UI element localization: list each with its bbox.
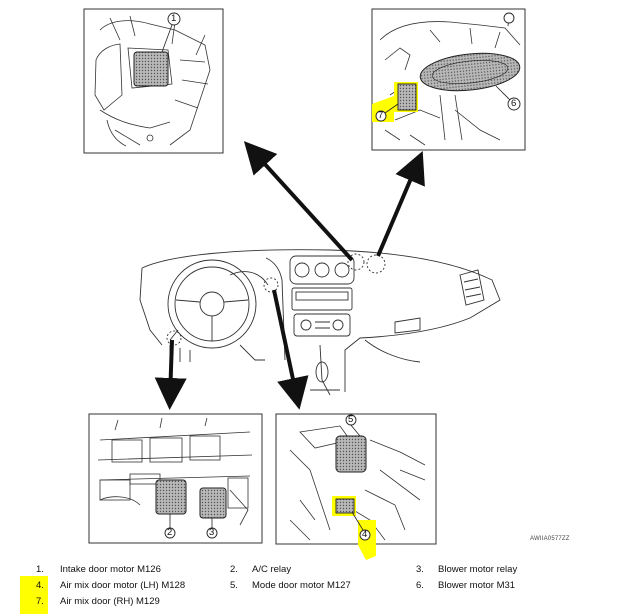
legend-label-7: Air mix door (RH) M129 [60, 596, 160, 607]
callout-5-circle [345, 414, 357, 426]
callout-1-circle [167, 12, 181, 26]
callout-2: 2 [167, 527, 173, 538]
legend-num-3: 3. [416, 564, 424, 575]
legend-num-2: 2. [230, 564, 238, 575]
legend-highlight-7 [20, 592, 48, 614]
callout-3: 3 [209, 527, 215, 538]
air-mix-door-rh-part [397, 83, 417, 111]
callout-2-circle [164, 527, 176, 539]
legend-num-5: 5. [230, 580, 238, 591]
legend-num-7: 7. [36, 596, 44, 607]
callout-3-circle [206, 527, 218, 539]
panel-relays [88, 413, 263, 544]
panel-mode-and-air-mix [275, 413, 437, 560]
callout-5: 5 [348, 414, 354, 425]
legend-label-3: Blower motor relay [438, 564, 518, 575]
blower-motor-part [419, 52, 521, 92]
legend-label-6: Blower motor M31 [438, 580, 516, 591]
callout-6: 6 [511, 98, 517, 109]
legend-num-6: 6. [416, 580, 424, 591]
location-arrows [154, 141, 425, 410]
blower-motor-relay-part [199, 487, 227, 519]
intake-door-motor-part [133, 51, 169, 87]
legend-num-4: 4. [36, 580, 44, 591]
ac-relay-part [155, 479, 187, 515]
callout-4-circle [359, 529, 371, 541]
air-mix-door-lh-part [335, 498, 355, 514]
legend-label-1: Intake door motor M126 [60, 564, 161, 575]
legend-label-4: Air mix door motor (LH) M128 [60, 580, 186, 591]
callout-4: 4 [362, 529, 368, 540]
callout-7-circle [375, 110, 387, 122]
legend-label-2: A/C relay [252, 564, 292, 575]
legend-label-5: Mode door motor M127 [252, 580, 351, 591]
legend-highlight-4 [20, 576, 48, 592]
panel-blower-motor [371, 8, 526, 151]
mode-door-motor-part [335, 435, 367, 473]
legend-num-1: 1. [36, 564, 44, 575]
reference-code: AWIIA0577ZZ [530, 536, 570, 542]
callout-1: 1 [171, 13, 177, 24]
panel-intake-door-motor [83, 8, 224, 154]
callout-6-circle [507, 97, 521, 111]
callout-7: 7 [378, 110, 384, 121]
dashboard-overview [139, 249, 501, 396]
